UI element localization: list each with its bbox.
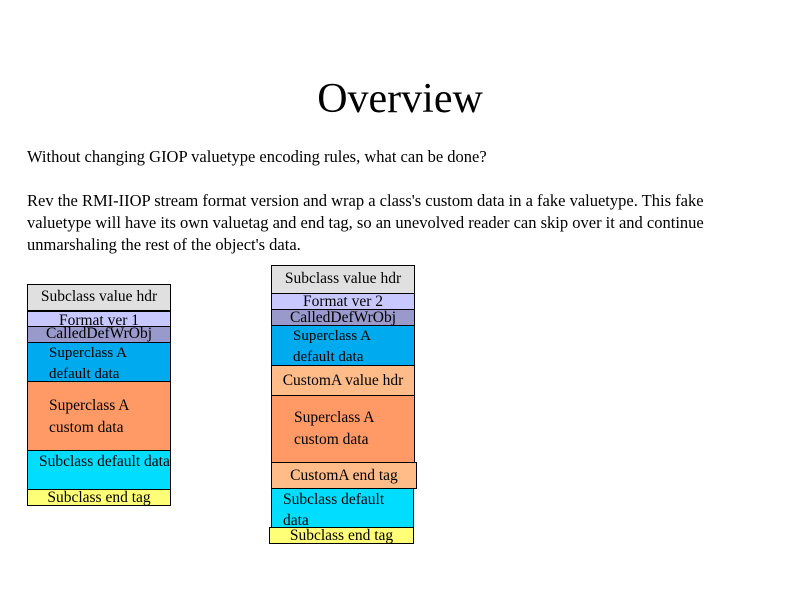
right-format-ver: Format ver 2 <box>271 293 415 310</box>
right-subclass-value-hdr: Subclass value hdr <box>271 265 415 294</box>
left-subclass-value-hdr: Subclass value hdr <box>27 284 171 311</box>
right-superclass-default-data: Superclass A default data <box>271 325 415 366</box>
right-superclass-custom-data: Superclass A custom data <box>271 395 415 463</box>
left-called-def-wr-obj: CalledDefWrObj <box>27 326 171 343</box>
right-customA-value-hdr: CustomA value hdr <box>271 365 415 396</box>
question-text: Without changing GIOP valuetype encoding… <box>27 147 487 166</box>
answer-text: Rev the RMI-IIOP stream format version a… <box>27 191 704 254</box>
right-subclass-end-tag: Subclass end tag <box>269 527 414 544</box>
right-customA-end-tag: CustomA end tag <box>271 462 417 489</box>
left-subclass-end-tag: Subclass end tag <box>27 489 171 506</box>
right-subclass-default-data: Subclass default data <box>271 488 414 528</box>
slide-title: Overview <box>317 76 483 122</box>
right-called-def-wr-obj: CalledDefWrObj <box>271 309 415 326</box>
left-superclass-custom-data: Superclass A custom data <box>27 381 171 451</box>
left-subclass-default-data: Subclass default data <box>27 450 171 491</box>
left-superclass-default-data: Superclass A default data <box>27 342 171 382</box>
